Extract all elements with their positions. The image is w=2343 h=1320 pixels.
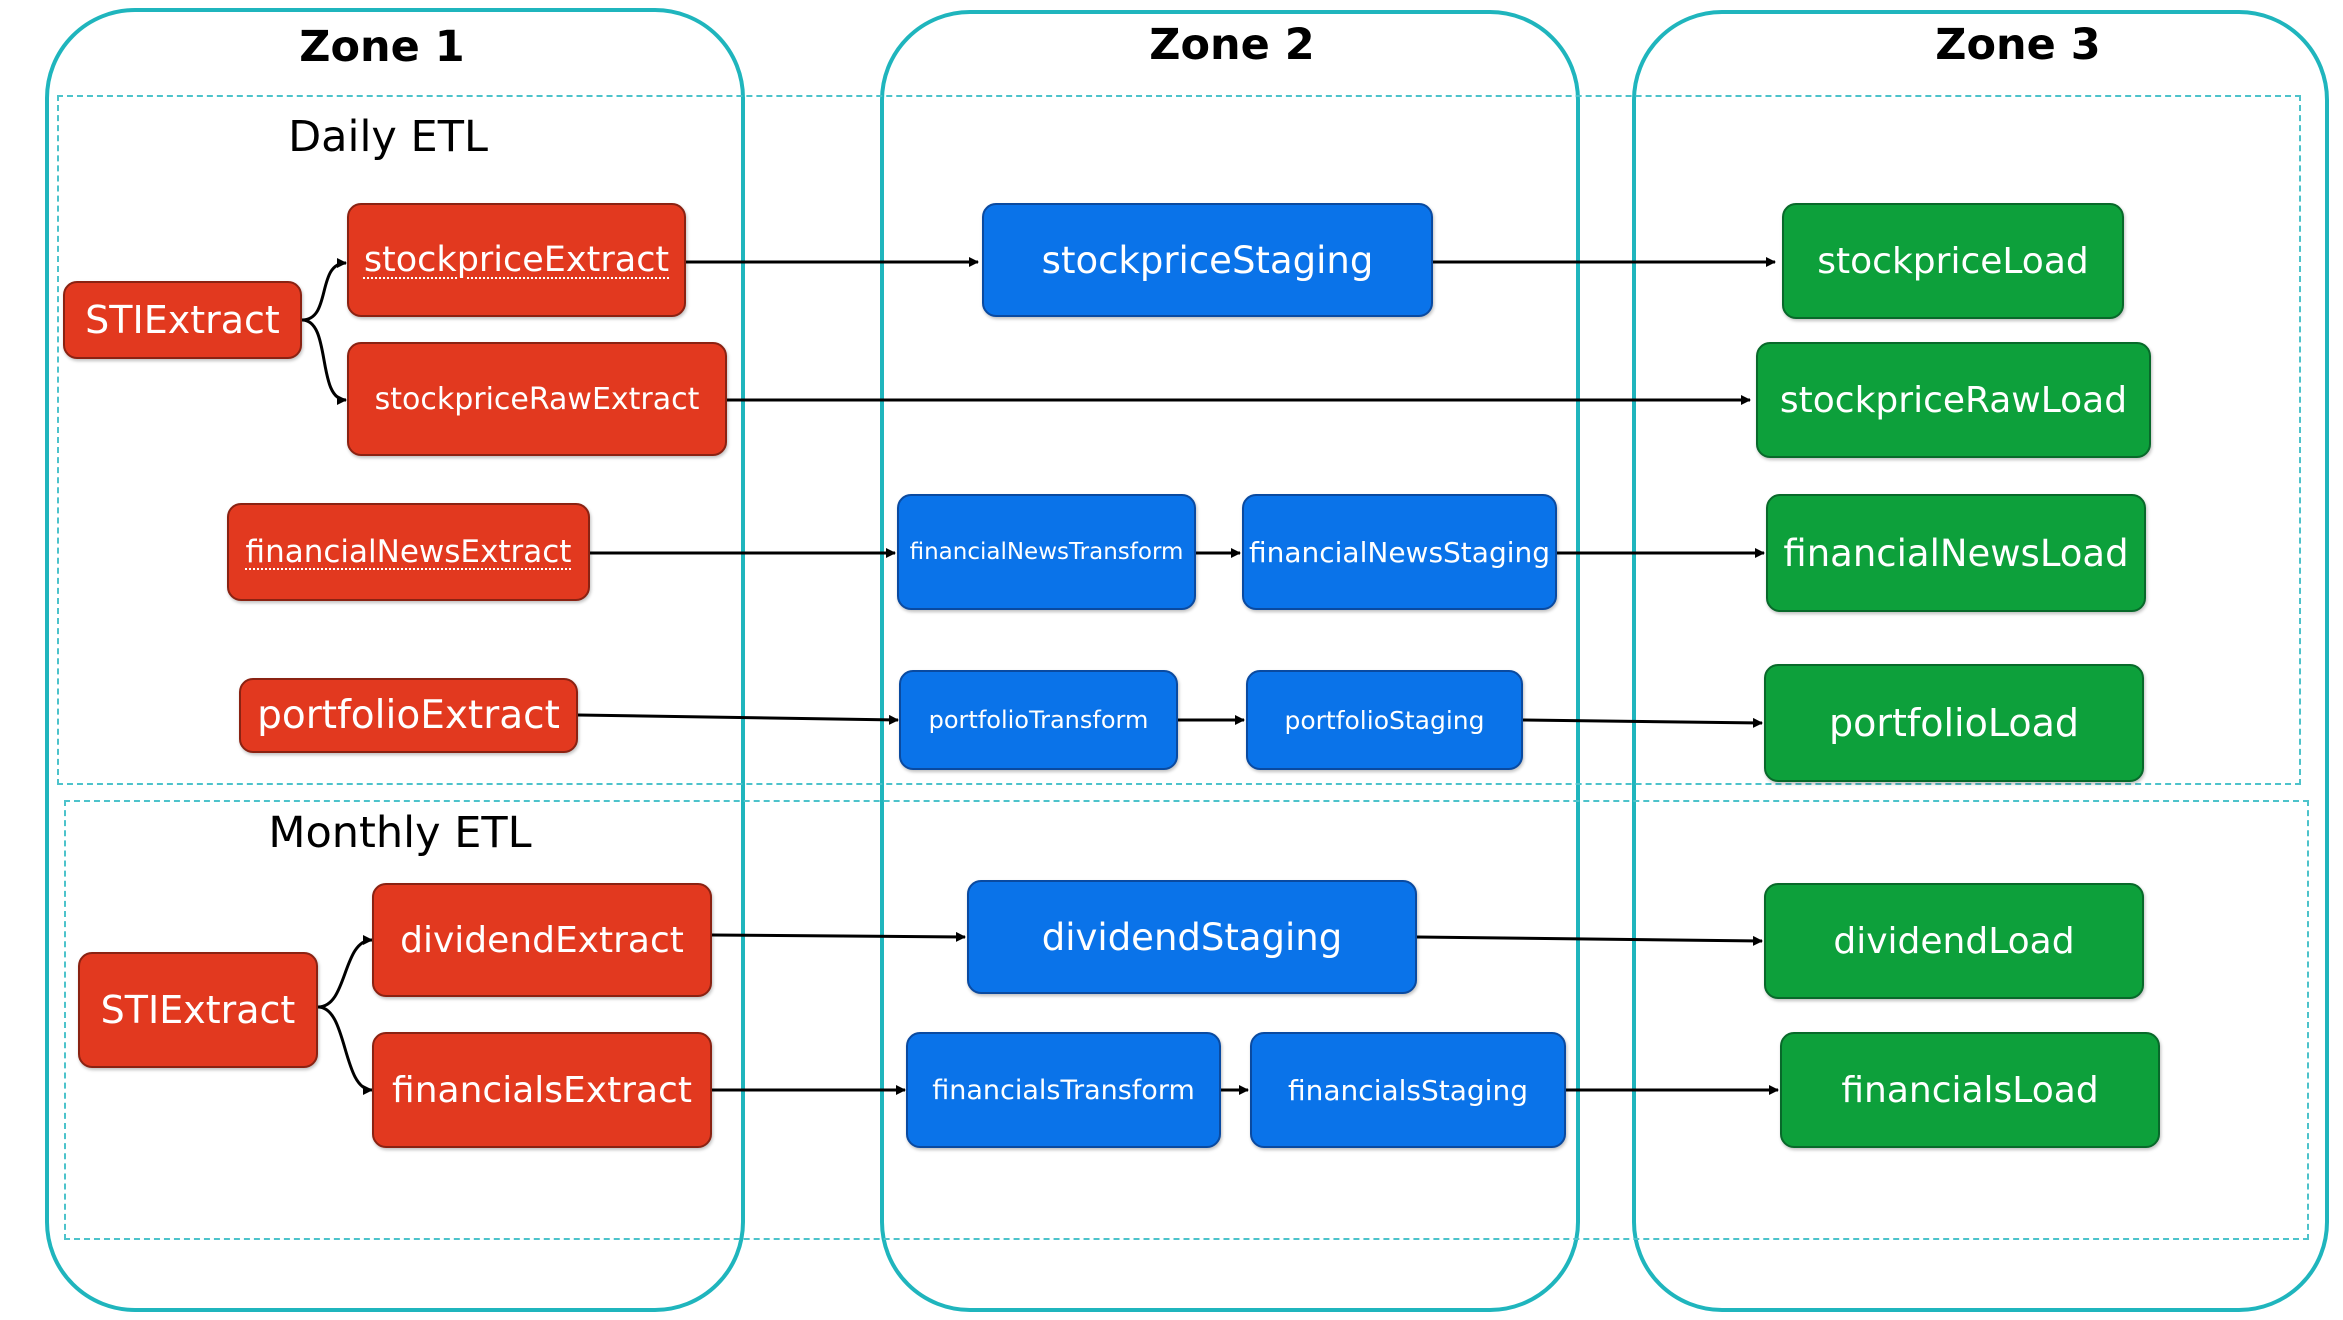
node-portfolio-transform[interactable]: portfolioTransform [899,670,1178,770]
node-portfolio-staging[interactable]: portfolioStaging [1246,670,1523,770]
node-financials-extract[interactable]: financialsExtract [372,1032,712,1148]
node-dividend-staging[interactable]: dividendStaging [967,880,1417,994]
node-label: financialsTransform [932,1074,1195,1106]
node-label: portfolioLoad [1828,701,2080,745]
node-sti-extract-monthly[interactable]: STIExtract [78,952,318,1068]
node-label: financialsLoad [1841,1069,2099,1111]
node-label: dividendLoad [1833,920,2075,962]
node-stockprice-load[interactable]: stockpriceLoad [1782,203,2124,319]
monthly-etl-title: Monthly ETL [268,808,532,858]
node-portfolio-extract[interactable]: portfolioExtract [239,678,578,753]
monthly-etl-group [64,800,2309,1240]
node-label: portfolioTransform [928,706,1149,734]
node-stockprice-raw-load[interactable]: stockpriceRawLoad [1756,342,2151,458]
node-dividend-load[interactable]: dividendLoad [1764,883,2144,999]
node-label: STIExtract [100,988,296,1032]
daily-etl-title: Daily ETL [288,112,488,162]
daily-etl-group [57,95,2301,785]
node-label: stockpriceExtract [363,240,670,280]
node-label: stockpriceRawLoad [1779,379,2128,421]
node-financials-staging[interactable]: financialsStaging [1250,1032,1566,1148]
node-financial-news-extract[interactable]: financialNewsExtract [227,503,590,601]
node-label: STIExtract [85,298,280,342]
node-label: financialsStaging [1288,1073,1528,1107]
node-financial-news-load[interactable]: financialNewsLoad [1766,494,2146,612]
node-label: financialNewsTransform [909,539,1184,565]
zone-2 [880,10,1580,1312]
node-label: financialsExtract [392,1069,692,1111]
node-dividend-extract[interactable]: dividendExtract [372,883,712,997]
zone-1-title: Zone 1 [299,22,465,72]
node-label: financialNewsExtract [245,534,572,570]
node-stockprice-extract[interactable]: stockpriceExtract [347,203,686,317]
node-financial-news-staging[interactable]: financialNewsStaging [1242,494,1557,610]
node-label: financialNewsStaging [1248,535,1551,569]
node-label: stockpriceLoad [1817,240,2089,282]
zone-2-title: Zone 2 [1149,20,1315,70]
node-stockprice-staging[interactable]: stockpriceStaging [982,203,1433,317]
zone-3 [1632,10,2329,1312]
node-label: dividendStaging [1041,915,1343,959]
zone-3-title: Zone 3 [1935,20,2101,70]
node-label: stockpriceStaging [1041,238,1374,282]
node-label: financialNewsLoad [1783,531,2129,575]
node-financials-load[interactable]: financialsLoad [1780,1032,2160,1148]
node-portfolio-load[interactable]: portfolioLoad [1764,664,2144,782]
node-label: dividendExtract [400,919,684,961]
node-label: portfolioExtract [257,693,560,738]
node-label: portfolioStaging [1284,705,1485,735]
node-financials-transform[interactable]: financialsTransform [906,1032,1221,1148]
node-financial-news-transform[interactable]: financialNewsTransform [897,494,1196,610]
zone-1 [45,8,745,1312]
node-stockprice-raw-extract[interactable]: stockpriceRawExtract [347,342,727,456]
node-label: stockpriceRawExtract [374,381,700,417]
node-sti-extract-daily[interactable]: STIExtract [63,281,302,359]
